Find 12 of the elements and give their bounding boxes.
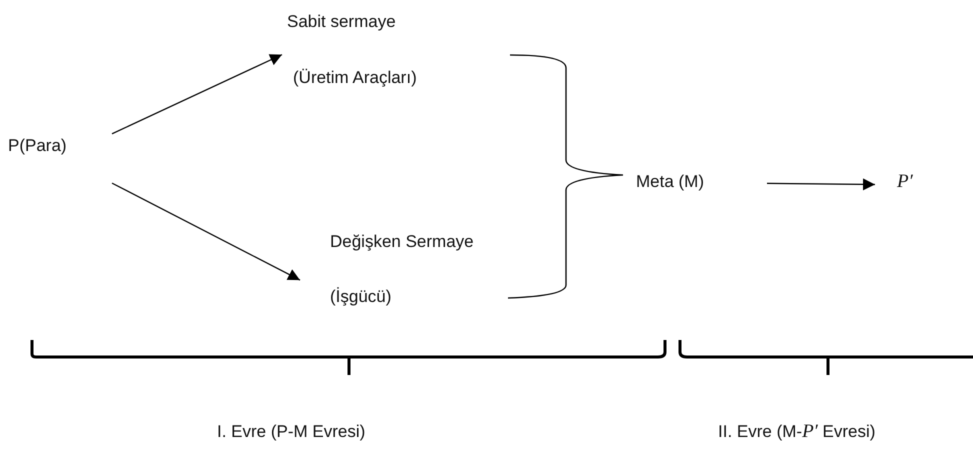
phase-label: II. Evre (M-P′ Evresi) — [718, 422, 876, 442]
node-label: P′ — [897, 172, 914, 192]
node-sublabel: (Üretim Araçları) — [293, 68, 418, 88]
node-sublabel: (İşgücü) — [330, 287, 392, 307]
arrow — [767, 178, 875, 190]
arrow — [112, 182, 300, 281]
phase-label: I. Evre (P-M Evresi) — [217, 422, 366, 442]
arrow — [112, 54, 282, 134]
node-label: Değişken Sermaye — [330, 232, 475, 252]
node-label: Sabit sermaye — [287, 12, 397, 32]
node-label: P(Para) — [8, 136, 68, 156]
node-label: Meta (M) — [636, 172, 705, 192]
